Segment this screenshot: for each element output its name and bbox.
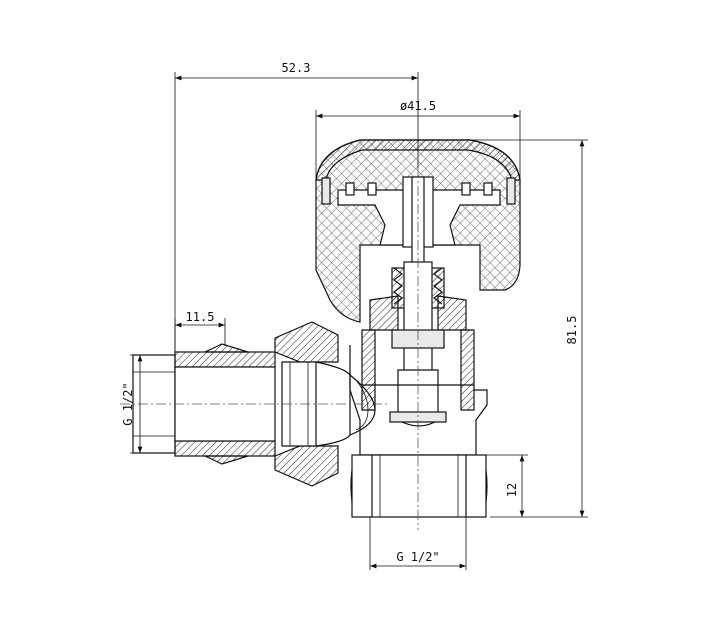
dimension-cap-diameter-label: ø41.5 bbox=[400, 99, 436, 113]
dimension-overall-height-label: 81.5 bbox=[565, 316, 579, 345]
dimension-overall-width: 52.3 bbox=[174, 61, 419, 352]
dimension-overall-height: 81.5 bbox=[470, 139, 588, 518]
dimension-inlet-thread-label: G 1/2" bbox=[121, 382, 135, 425]
center-lines bbox=[120, 168, 419, 530]
dimension-inlet-thread-length: 11.5 bbox=[174, 310, 226, 352]
dimension-outlet-thread-label: G 1/2" bbox=[396, 550, 439, 564]
dimension-outlet-thread-length: 12 bbox=[486, 454, 528, 517]
dimension-outlet-thread: G 1/2" bbox=[369, 517, 467, 570]
dimension-inlet-thread: G 1/2" bbox=[121, 354, 145, 454]
dimension-outlet-thread-length-label: 12 bbox=[505, 483, 519, 497]
dimension-cap-diameter: ø41.5 bbox=[315, 99, 521, 180]
dimension-overall-width-label: 52.3 bbox=[282, 61, 311, 75]
dimension-inlet-thread-length-label: 11.5 bbox=[186, 310, 215, 324]
valve-body bbox=[349, 345, 488, 518]
